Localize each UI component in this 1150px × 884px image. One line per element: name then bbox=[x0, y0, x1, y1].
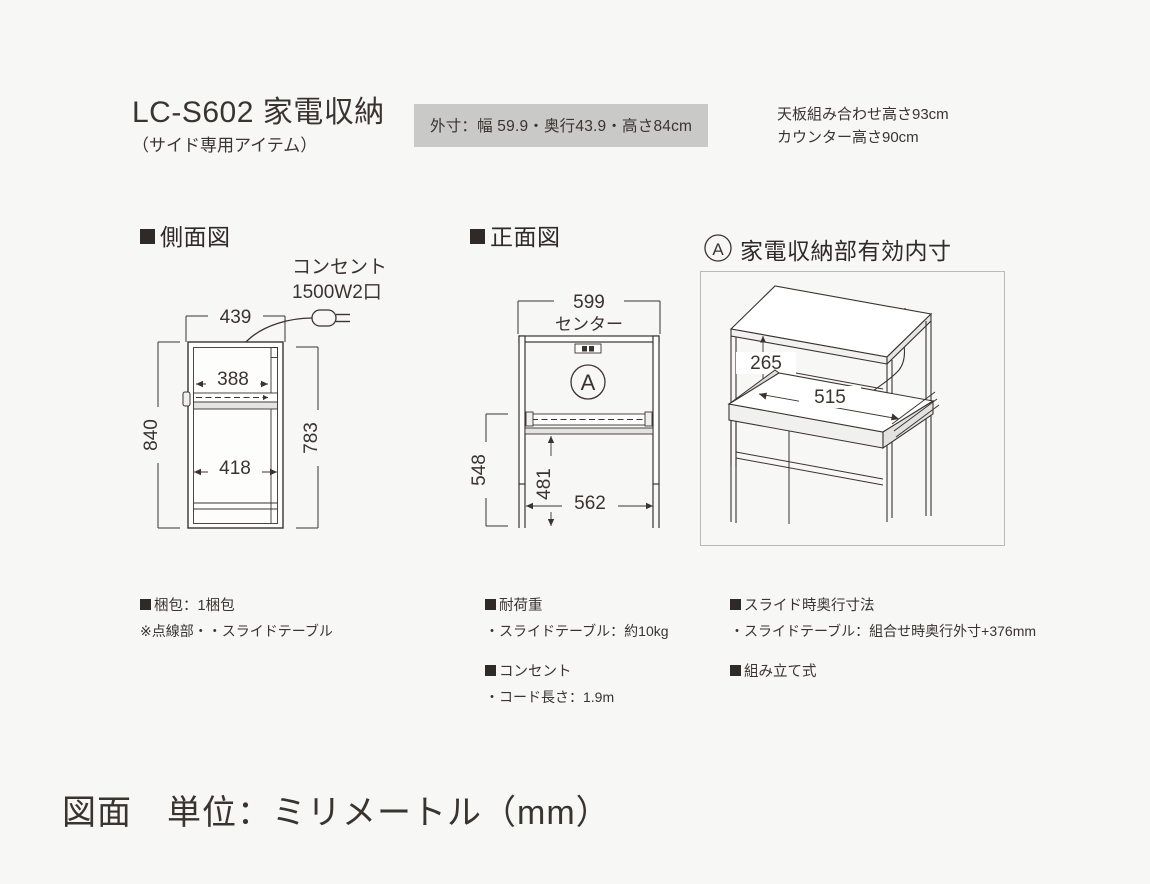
note-line: ・コード長さ：1.9m bbox=[485, 688, 615, 705]
dim-840: 840 bbox=[141, 419, 162, 451]
dim-840-group: 840 bbox=[141, 341, 180, 529]
title-block: LC-S602 家電収納 （サイド専用アイテム） bbox=[132, 97, 385, 156]
note-line: ・スライドテーブル：約10kg bbox=[485, 622, 669, 639]
front-view-drawing: 599 センター A bbox=[469, 278, 710, 548]
notes-column-2: 耐荷重 ・スライドテーブル：約10kg コンセント ・コード長さ：1.9m bbox=[485, 594, 669, 709]
dim-388: 388 bbox=[217, 369, 249, 390]
dim-599: 599 bbox=[573, 292, 605, 313]
dim-562-group: 562 bbox=[526, 493, 653, 514]
dim-548-group: 548 bbox=[469, 413, 508, 527]
slide-table-front bbox=[525, 411, 653, 427]
dim-515-group: 515 bbox=[758, 386, 900, 421]
detail-view-title: 家電収納部有効内寸 bbox=[740, 238, 952, 264]
note-line: ・スライドテーブル：組合せ時奥行外寸+376mm bbox=[730, 622, 1037, 639]
note-heading: 耐荷重 bbox=[485, 594, 669, 619]
outlet-icon bbox=[574, 343, 602, 354]
detail-panel bbox=[700, 271, 1005, 546]
svg-text:A: A bbox=[712, 240, 724, 259]
detail-heading: A 家電収納部有効内寸 bbox=[703, 232, 952, 266]
dim-548: 548 bbox=[469, 454, 490, 486]
dim-418-group: 418 bbox=[194, 458, 277, 479]
dim-783-group: 783 bbox=[296, 346, 328, 529]
note-heading: コンセント bbox=[485, 660, 669, 685]
marker-a-front: A bbox=[570, 364, 606, 400]
header: LC-S602 家電収納 （サイド専用アイテム） 外寸：幅 59.9・奥行43.… bbox=[132, 97, 1032, 167]
header-notes: 天板組み合わせ高さ93cm カウンター高さ90cm bbox=[777, 103, 949, 150]
center-label: センター bbox=[555, 315, 623, 334]
header-note-line-1: 天板組み合わせ高さ93cm bbox=[777, 106, 949, 123]
side-outlet-label-1: コンセント bbox=[292, 257, 387, 278]
note-heading: 組み立て式 bbox=[730, 660, 1036, 685]
note-heading: スライド時奥行寸法 bbox=[730, 594, 1036, 619]
side-view-drawing: コンセント 1500W2口 439 bbox=[140, 250, 430, 550]
slide-table bbox=[182, 391, 278, 410]
side-outlet-label-2: 1500W2口 bbox=[292, 282, 382, 303]
svg-text:A: A bbox=[581, 370, 596, 395]
caption: 図面 単位：ミリメートル（mm） bbox=[62, 794, 611, 832]
notes-column-1: 梱包：1梱包 ※点線部・・スライドテーブル bbox=[140, 594, 333, 643]
dim-783: 783 bbox=[301, 422, 322, 454]
notes-column-3: スライド時奥行寸法 ・スライドテーブル：組合せ時奥行外寸+376mm 組み立て式 bbox=[730, 594, 1036, 685]
header-note-line-2: カウンター高さ90cm bbox=[777, 129, 919, 147]
dim-515: 515 bbox=[814, 387, 846, 408]
top-board bbox=[729, 285, 933, 366]
plug-icon bbox=[311, 309, 350, 327]
note-line: ※点線部・・スライドテーブル bbox=[140, 622, 333, 639]
dim-388-group: 388 bbox=[196, 369, 268, 390]
detail-view-drawing: 265 515 bbox=[703, 274, 1003, 544]
side-view-heading: 側面図 bbox=[140, 218, 231, 252]
dim-265: 265 bbox=[750, 353, 782, 374]
front-view-heading: 正面図 bbox=[470, 218, 561, 252]
dim-562: 562 bbox=[574, 493, 606, 514]
page-title: LC-S602 家電収納 bbox=[132, 96, 385, 129]
note-heading: 梱包：1梱包 bbox=[140, 594, 333, 619]
dimension-badge: 外寸：幅 59.9・奥行43.9・高さ84cm bbox=[414, 104, 709, 147]
dim-418: 418 bbox=[219, 458, 251, 479]
page-subtitle: （サイド専用アイテム） bbox=[132, 135, 318, 155]
dim-481-group: 481 bbox=[534, 436, 562, 526]
dim-481: 481 bbox=[534, 468, 555, 500]
dim-439: 439 bbox=[220, 307, 252, 328]
